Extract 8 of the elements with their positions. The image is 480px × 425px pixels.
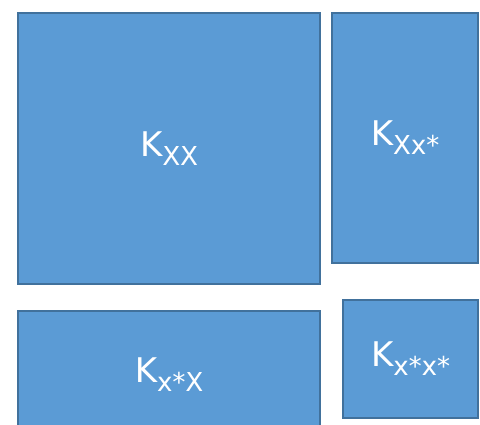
matrix-block: [17, 12, 321, 285]
block-label: K$_{Xx*}$: [370, 114, 440, 162]
block-label: K$_{XX}$: [140, 124, 198, 172]
matrix-block: [17, 310, 321, 425]
matrix-block: [331, 12, 479, 264]
block-label: K$_{x*X}$: [134, 351, 204, 399]
block-label: K$_{x*x*}$: [370, 335, 450, 383]
matrix-block: [342, 299, 479, 419]
